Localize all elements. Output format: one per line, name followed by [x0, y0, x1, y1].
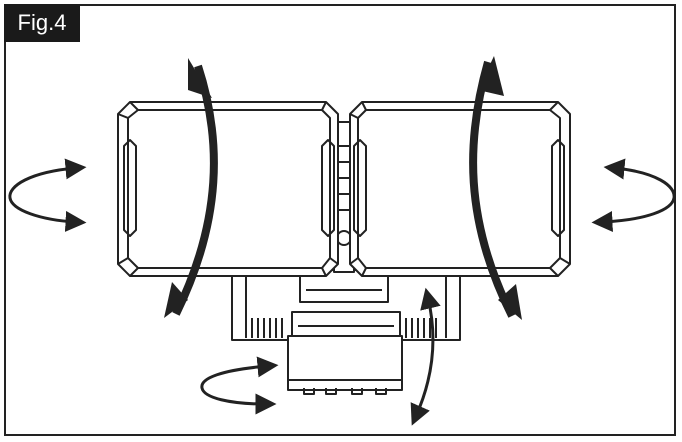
left-panel-outer-window [123, 139, 137, 237]
figure-label: Fig.4 [4, 4, 80, 42]
mount-tilt-arrow-icon [410, 287, 441, 426]
left-rotate-arrow-icon [8, 158, 87, 232]
neck [299, 272, 389, 303]
base-rotate-arrow-icon [200, 356, 279, 415]
right-panel-outer-window [551, 139, 565, 237]
sensor-base [287, 311, 403, 395]
left-light-panel [117, 101, 339, 277]
right-tilt-arrow-icon [469, 56, 522, 320]
heat-sink-fins-left [251, 318, 283, 338]
right-rotate-arrow-icon [591, 158, 676, 233]
left-tilt-arrow-icon [164, 58, 218, 318]
left-panel-inner-window [321, 139, 335, 237]
right-light-panel [349, 101, 571, 277]
sensor-knobs [303, 388, 387, 395]
figure-frame [4, 4, 676, 436]
right-panel-inner-window [353, 139, 367, 237]
